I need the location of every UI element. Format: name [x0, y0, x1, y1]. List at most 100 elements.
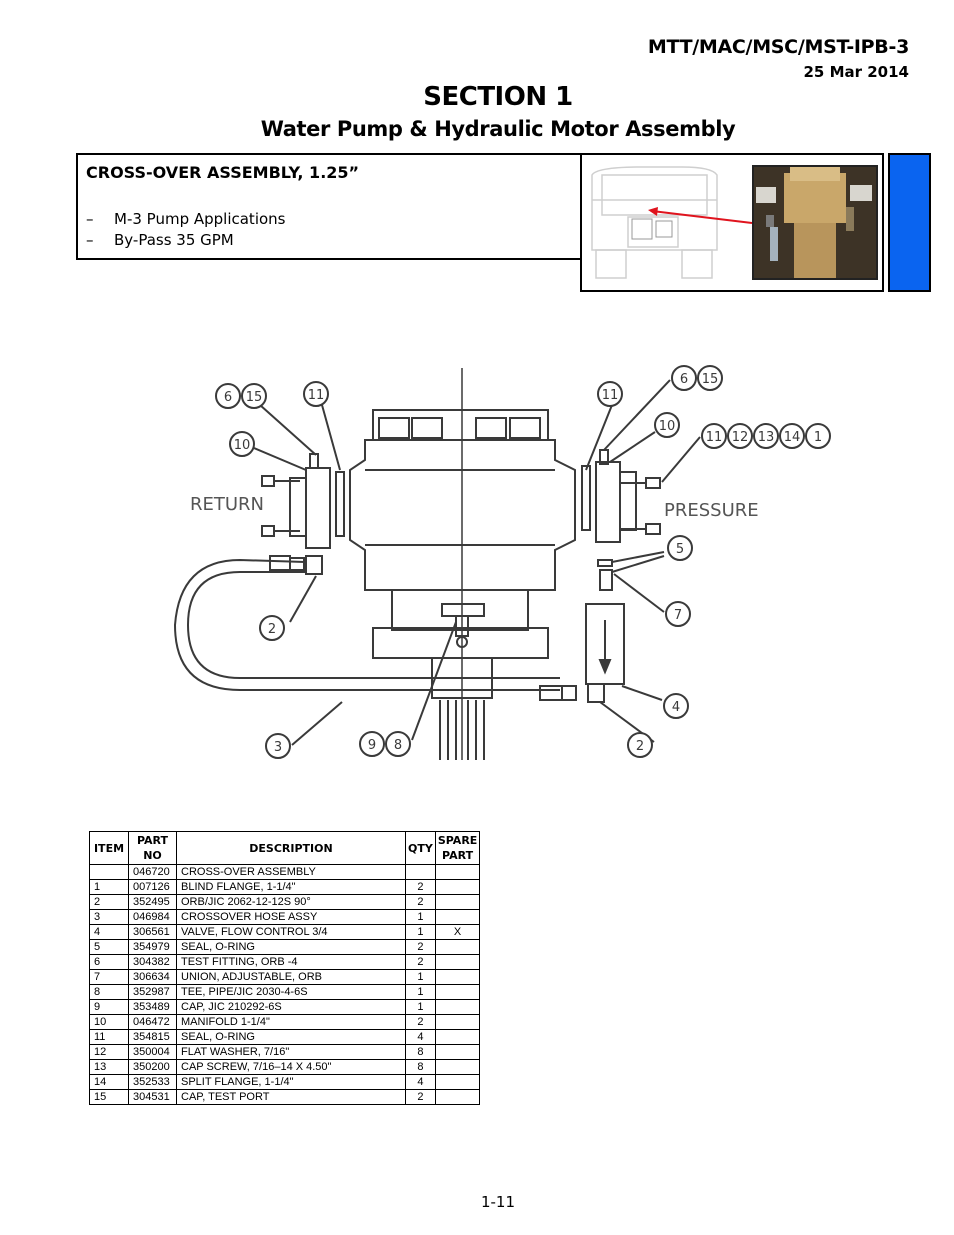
exploded-diagram: RETURN PRESSURE 6 15 11 10 11 6 15 10 11	[173, 365, 831, 760]
header-part-no: PART NO	[128, 831, 177, 865]
callout-6: 6	[224, 390, 232, 405]
callout-7: 7	[674, 608, 682, 623]
cell-description: SPLIT FLANGE, 1-1/4"	[176, 1074, 406, 1090]
cell-description: CROSSOVER HOSE ASSY	[176, 909, 406, 925]
cell-part-no: 304531	[128, 1089, 177, 1105]
cell-description: CAP, JIC 210292-6S	[176, 999, 406, 1015]
cell-spare-part	[434, 954, 481, 970]
pressure-label: PRESSURE	[664, 500, 759, 521]
cell-part-no: 354979	[128, 939, 177, 955]
callout-9: 9	[368, 738, 376, 753]
cell-qty: 1	[405, 969, 436, 985]
cell-part-no: 350200	[128, 1059, 177, 1075]
cell-part-no: 352987	[128, 984, 177, 1000]
cell-qty: 1	[405, 984, 436, 1000]
cell-qty: 2	[405, 954, 436, 970]
cell-part-no: 353489	[128, 999, 177, 1015]
cell-description: CROSS-OVER ASSEMBLY	[176, 864, 406, 880]
bullet-dash: –	[86, 210, 94, 228]
pointer-arrow	[651, 210, 753, 224]
cell-description: VALVE, FLOW CONTROL 3/4	[176, 924, 406, 940]
cell-description: CAP SCREW, 7/16–14 X 4.50"	[176, 1059, 406, 1075]
cell-part-no: 046472	[128, 1014, 177, 1030]
cell-item: 2	[89, 894, 129, 910]
callout-14: 14	[784, 430, 801, 445]
callout-11: 11	[308, 388, 325, 403]
cell-description: MANIFOLD 1-1/4"	[176, 1014, 406, 1030]
cell-spare-part	[434, 1089, 481, 1105]
document-date: 25 Mar 2014	[803, 63, 909, 81]
page-number: 1-11	[480, 1193, 516, 1211]
truck-outline-image	[591, 166, 753, 279]
cell-item: 8	[89, 984, 129, 1000]
header-item: ITEM	[89, 831, 129, 865]
table-header-row: ITEM PART NO DESCRIPTION QTY SPARE PART	[89, 831, 481, 865]
cell-spare-part	[434, 894, 481, 910]
parts-table: ITEM PART NO DESCRIPTION QTY SPARE PART …	[89, 831, 481, 1105]
callout-8: 8	[394, 738, 402, 753]
cell-item: 3	[89, 909, 129, 925]
cell-item: 10	[89, 1014, 129, 1030]
cell-qty: 1	[405, 999, 436, 1015]
cell-spare-part	[434, 1074, 481, 1090]
cell-spare-part	[434, 864, 481, 880]
summary-item: – M-3 Pump Applications	[86, 210, 285, 231]
cell-item: 9	[89, 999, 129, 1015]
callout-12: 12	[732, 430, 749, 445]
cell-spare-part	[434, 1044, 481, 1060]
cell-qty: 2	[405, 894, 436, 910]
cell-qty	[405, 864, 436, 880]
assembly-photo	[752, 165, 878, 280]
cell-part-no: 354815	[128, 1029, 177, 1045]
cell-item: 6	[89, 954, 129, 970]
summary-item: – By-Pass 35 GPM	[86, 231, 285, 252]
cell-spare-part	[434, 939, 481, 955]
assembly-title: Water Pump & Hydraulic Motor Assembly	[260, 117, 736, 141]
cell-description: ORB/JIC 2062-12-12S 90°	[176, 894, 406, 910]
callout-1: 1	[814, 430, 822, 445]
cell-qty: 2	[405, 1089, 436, 1105]
cell-part-no: 352533	[128, 1074, 177, 1090]
cell-qty: 4	[405, 1074, 436, 1090]
cell-spare-part	[434, 1014, 481, 1030]
callout-2: 2	[636, 739, 644, 754]
cell-item: 13	[89, 1059, 129, 1075]
summary-item-label: By-Pass 35 GPM	[114, 231, 234, 249]
callout-4: 4	[672, 700, 680, 715]
cell-item: 12	[89, 1044, 129, 1060]
cell-qty: 8	[405, 1059, 436, 1075]
cell-spare-part	[434, 999, 481, 1015]
cell-item: 1	[89, 879, 129, 895]
cell-qty: 2	[405, 1014, 436, 1030]
location-image-box	[580, 153, 884, 292]
section-tab	[888, 153, 931, 292]
callout-6: 6	[680, 372, 688, 387]
cell-qty: 2	[405, 939, 436, 955]
cell-item	[89, 864, 129, 880]
callout-15: 15	[702, 372, 719, 387]
cell-qty: 4	[405, 1029, 436, 1045]
cell-qty: 2	[405, 879, 436, 895]
bullet-dash: –	[86, 231, 94, 249]
callout-5: 5	[676, 542, 684, 557]
summary-item-label: M-3 Pump Applications	[114, 210, 286, 228]
cell-spare-part	[434, 1059, 481, 1075]
callout-10: 10	[659, 419, 676, 434]
cell-part-no: 306561	[128, 924, 177, 940]
header-spare-part: SPARE PART	[434, 831, 481, 865]
cell-description: SEAL, O-RING	[176, 939, 406, 955]
return-label: RETURN	[190, 494, 264, 515]
cell-spare-part	[434, 879, 481, 895]
